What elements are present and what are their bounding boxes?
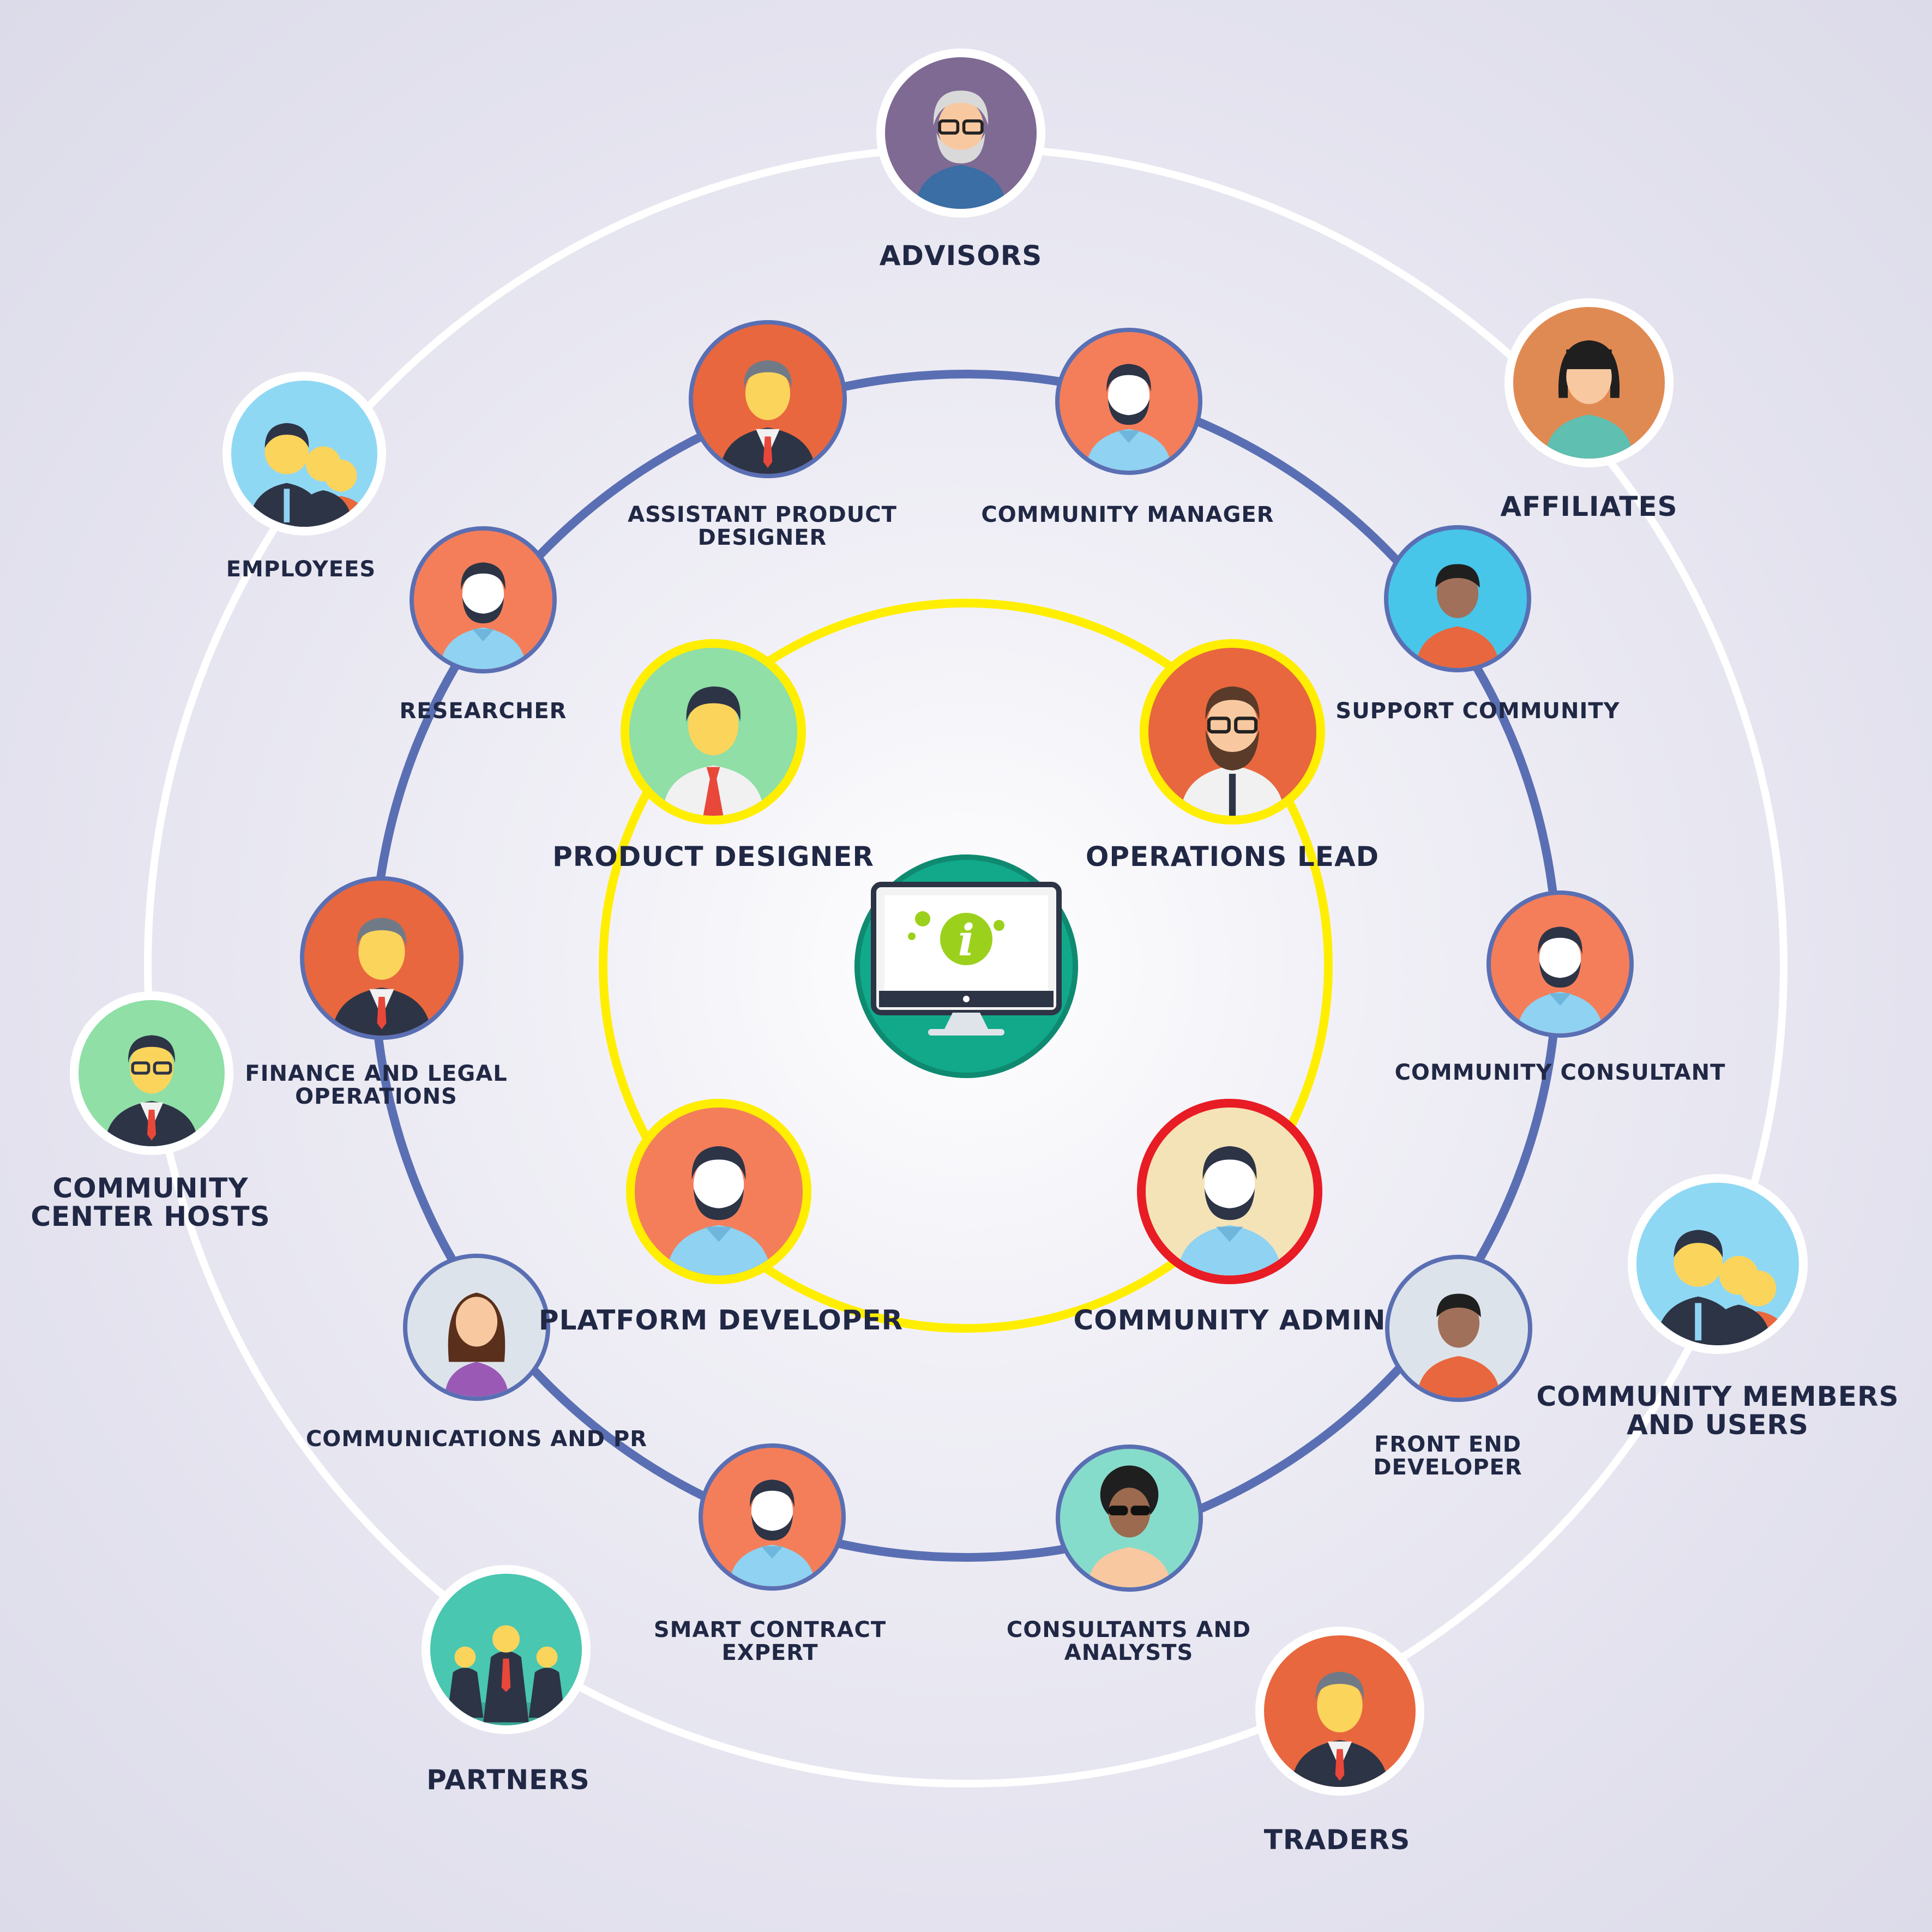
- woman-bob-hair-icon: [1545, 340, 1633, 459]
- svg-text:i: i: [958, 914, 974, 966]
- bearded-man-icon: [666, 1146, 771, 1275]
- avatar-affiliates: [1504, 298, 1674, 467]
- avatar-consultants-and-analysts: [1056, 1445, 1203, 1592]
- businessman-icon: [1291, 1671, 1388, 1787]
- avatar-community-members-and-users: [1628, 1174, 1808, 1354]
- bearded-man-icon: [1177, 1146, 1282, 1275]
- label-smart-contract-expert: SMART CONTRACT EXPERT: [653, 1617, 887, 1665]
- avatar-advisors: [876, 49, 1045, 218]
- label-partners: PARTNERS: [426, 1764, 590, 1796]
- label-community-center-hosts: COMMUNITY CENTER HOSTS: [31, 1172, 270, 1232]
- avatar-community-manager: [1055, 328, 1202, 475]
- label-operations-lead: OPERATIONS LEAD: [1085, 840, 1380, 872]
- avatar-partners: [422, 1565, 591, 1734]
- avatar-community-consultant: [1486, 890, 1634, 1038]
- label-platform-developer: PLATFORM DEVELOPER: [538, 1304, 904, 1336]
- team-icon: [430, 1625, 582, 1725]
- group-icon: [249, 423, 369, 527]
- avatar-researcher: [410, 526, 557, 673]
- avatar-finance-and-legal-operations: [300, 876, 464, 1040]
- woman-icon: [444, 1292, 509, 1397]
- label-community-manager: COMMUNITY MANAGER: [981, 502, 1274, 527]
- label-employees: EMPLOYEES: [226, 557, 376, 582]
- man-red-tie-icon: [663, 686, 764, 816]
- inner-ring: [599, 599, 1333, 1333]
- label-researcher: RESEARCHER: [399, 699, 567, 724]
- label-affiliates: AFFILIATES: [1500, 490, 1678, 522]
- label-finance-and-legal-operations: FINANCE AND LEGAL OPERATIONS: [245, 1061, 508, 1109]
- person-icon: [1416, 564, 1500, 668]
- old-man-glasses-icon: [915, 91, 1007, 209]
- avatar-operations-lead: [1140, 639, 1325, 824]
- businessman-icon: [332, 918, 431, 1036]
- avatar-employees: [222, 372, 386, 535]
- businessman-icon: [720, 360, 816, 474]
- bearded-man-icon: [1086, 364, 1172, 471]
- label-traders: TRADERS: [1263, 1823, 1411, 1856]
- sunglasses-person-icon: [1087, 1465, 1171, 1587]
- avatar-communications-and-pr: [403, 1254, 550, 1401]
- avatar-platform-developer: [626, 1099, 811, 1284]
- center-hub: i: [854, 854, 1078, 1078]
- group-icon: [1656, 1230, 1790, 1345]
- label-community-consultant: COMMUNITY CONSULTANT: [1394, 1060, 1726, 1085]
- label-product-designer: PRODUCT DESIGNER: [552, 840, 874, 872]
- bearded-man-icon: [1517, 926, 1603, 1033]
- avatar-front-end-developer: [1385, 1255, 1532, 1402]
- bearded-glasses-man-icon: [1180, 686, 1285, 816]
- avatar-smart-contract-expert: [699, 1443, 846, 1591]
- avatar-support-community: [1384, 525, 1531, 672]
- label-front-end-developer: FRONT END DEVELOPER: [1373, 1432, 1522, 1480]
- businessman-glasses-icon: [105, 1035, 198, 1146]
- label-support-community: SUPPORT COMMUNITY: [1335, 699, 1620, 724]
- label-community-members-and-users: COMMUNITY MEMBERS AND USERS: [1536, 1380, 1899, 1441]
- person-icon: [1417, 1293, 1501, 1398]
- label-community-admin: COMMUNITY ADMIN: [1073, 1304, 1386, 1336]
- bearded-man-icon: [440, 562, 526, 669]
- label-advisors: ADVISORS: [879, 239, 1043, 272]
- avatar-product-designer: [621, 639, 806, 824]
- label-consultants-and-analysts: CONSULTANTS AND ANALYSTS: [1006, 1617, 1251, 1665]
- label-assistant-product-designer: ASSISTANT PRODUCT DESIGNER: [628, 502, 897, 550]
- monitor-info-icon: i: [871, 882, 1062, 1036]
- bearded-man-icon: [729, 1479, 815, 1586]
- avatar-community-admin: [1137, 1099, 1322, 1284]
- label-communications-and-pr: COMMUNICATIONS AND PR: [305, 1427, 648, 1452]
- avatar-assistant-product-designer: [689, 320, 847, 478]
